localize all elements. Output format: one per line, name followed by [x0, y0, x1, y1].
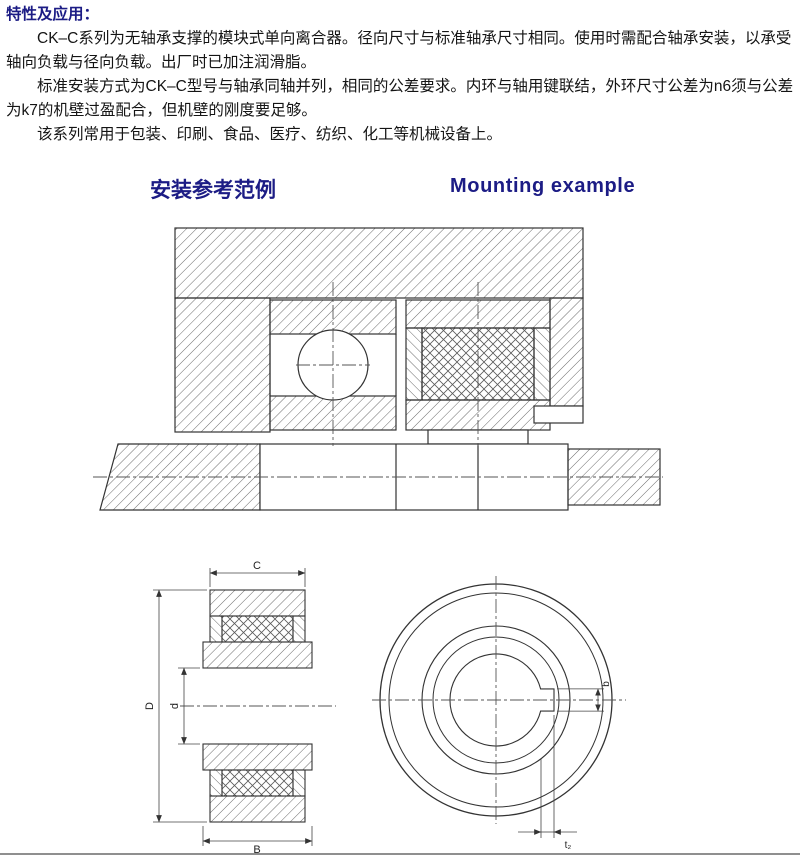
front-view-centerlines [372, 576, 626, 824]
housing-section [174, 227, 584, 433]
front-view-drawing: b t₂ [372, 576, 626, 851]
dim-label-d: d [169, 703, 181, 709]
dim-label-C: C [253, 560, 261, 572]
dim-label-t2: t₂ [565, 840, 572, 851]
intro-paragraph-2: 标准安装方式为CK–C型号与轴承同轴并列，相同的公差要求。内环与轴用键联结，外环… [6, 78, 794, 119]
section-title-en: Mounting example [450, 175, 636, 197]
bore-with-keyway [449, 653, 555, 747]
centerlines [93, 282, 663, 478]
keyway-dimension-lines [518, 688, 604, 838]
housing-retaining-lip [533, 405, 584, 424]
section-title-zh: 安装参考范例 [150, 179, 276, 202]
dim-label-b: b [601, 681, 612, 687]
clutch-section-bottom-half [202, 743, 313, 823]
dimension-lines [153, 568, 313, 846]
mounting-example-drawing [93, 227, 663, 511]
section-view-drawing: C D d B [144, 560, 336, 855]
dim-label-B: B [253, 844, 260, 855]
page-bottom-rule [0, 853, 800, 855]
dim-label-D: D [144, 702, 156, 710]
clutch-section-top-half [202, 589, 313, 669]
intro-paragraph-1: CK–C系列为无轴承支撑的模块式单向离合器。径向尺寸与标准轴承尺寸相同。使用时需… [6, 30, 792, 71]
features-heading: 特性及应用： [6, 6, 100, 23]
intro-text-block: 特性及应用： CK–C系列为无轴承支撑的模块式单向离合器。径向尺寸与标准轴承尺寸… [6, 3, 796, 147]
intro-paragraph-3: 该系列常用于包装、印刷、食品、医疗、纺织、化工等机械设备上。 [37, 126, 503, 143]
